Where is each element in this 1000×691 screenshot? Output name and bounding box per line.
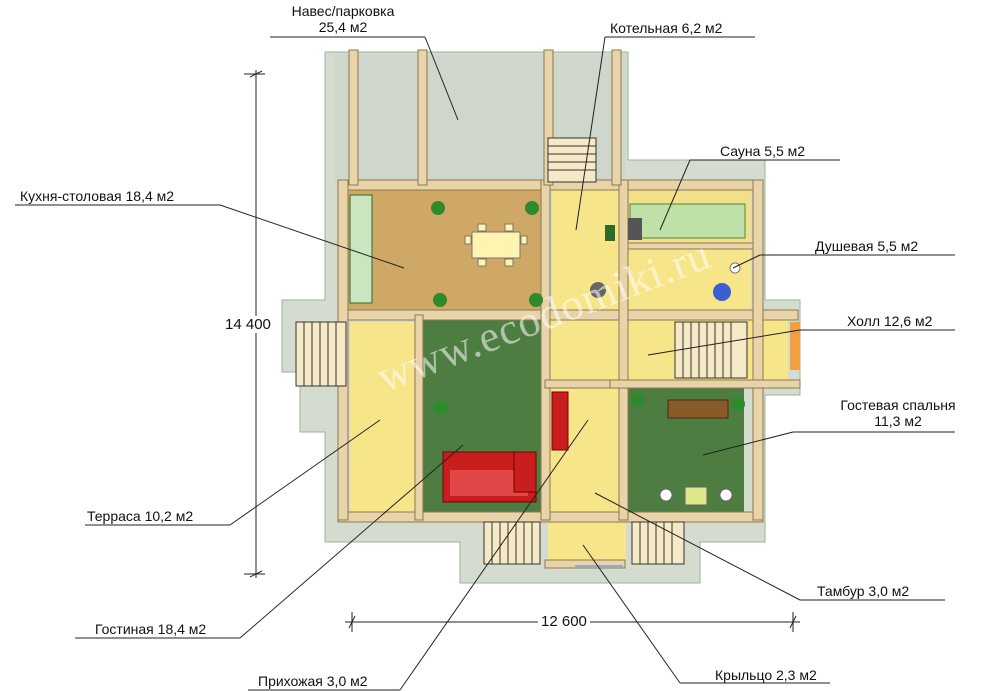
label-entry: Прихожая 3,0 м2 <box>258 673 368 689</box>
shower-floor <box>626 248 751 316</box>
label-kitchen: Кухня-столовая 18,4 м2 <box>20 188 175 204</box>
dimension-width: 12 600 <box>538 613 590 630</box>
kitchen-counter <box>349 194 373 304</box>
label-tambur: Тамбур 3,0 м2 <box>817 583 910 599</box>
sauna-bench <box>629 203 746 239</box>
furniture <box>349 194 800 568</box>
terrace-floor <box>350 322 418 514</box>
boiler-unit <box>605 225 615 241</box>
label-guest: Гостевая спальня 11,3 м2 <box>840 397 956 429</box>
label-shower: Душевая 5,5 м2 <box>815 238 919 254</box>
label-living: Гостиная 18,4 м2 <box>95 621 207 637</box>
label-porch: Крыльцо 2,3 м2 <box>715 667 817 683</box>
dining-table <box>471 231 521 259</box>
hall-window <box>790 322 800 370</box>
label-sauna: Сауна 5,5 м2 <box>720 143 806 159</box>
label-kotel: Котельная 6,2 м2 <box>610 20 723 36</box>
entry-bench <box>575 565 623 568</box>
guest-table <box>684 486 708 506</box>
carport-posts <box>348 49 622 186</box>
label-naves: Навес/парковка 25,4 м2 <box>291 3 395 35</box>
stove <box>628 218 642 240</box>
leader-lines <box>15 36 955 691</box>
label-terrace: Терраса 10,2 м2 <box>87 508 194 524</box>
dimension-height: 14 400 <box>222 316 274 333</box>
label-hall: Холл 12,6 м2 <box>847 313 933 329</box>
bookshelf <box>551 391 569 451</box>
toilet <box>713 283 731 301</box>
guest-sofa <box>667 399 729 419</box>
boiler-floor <box>552 190 620 315</box>
